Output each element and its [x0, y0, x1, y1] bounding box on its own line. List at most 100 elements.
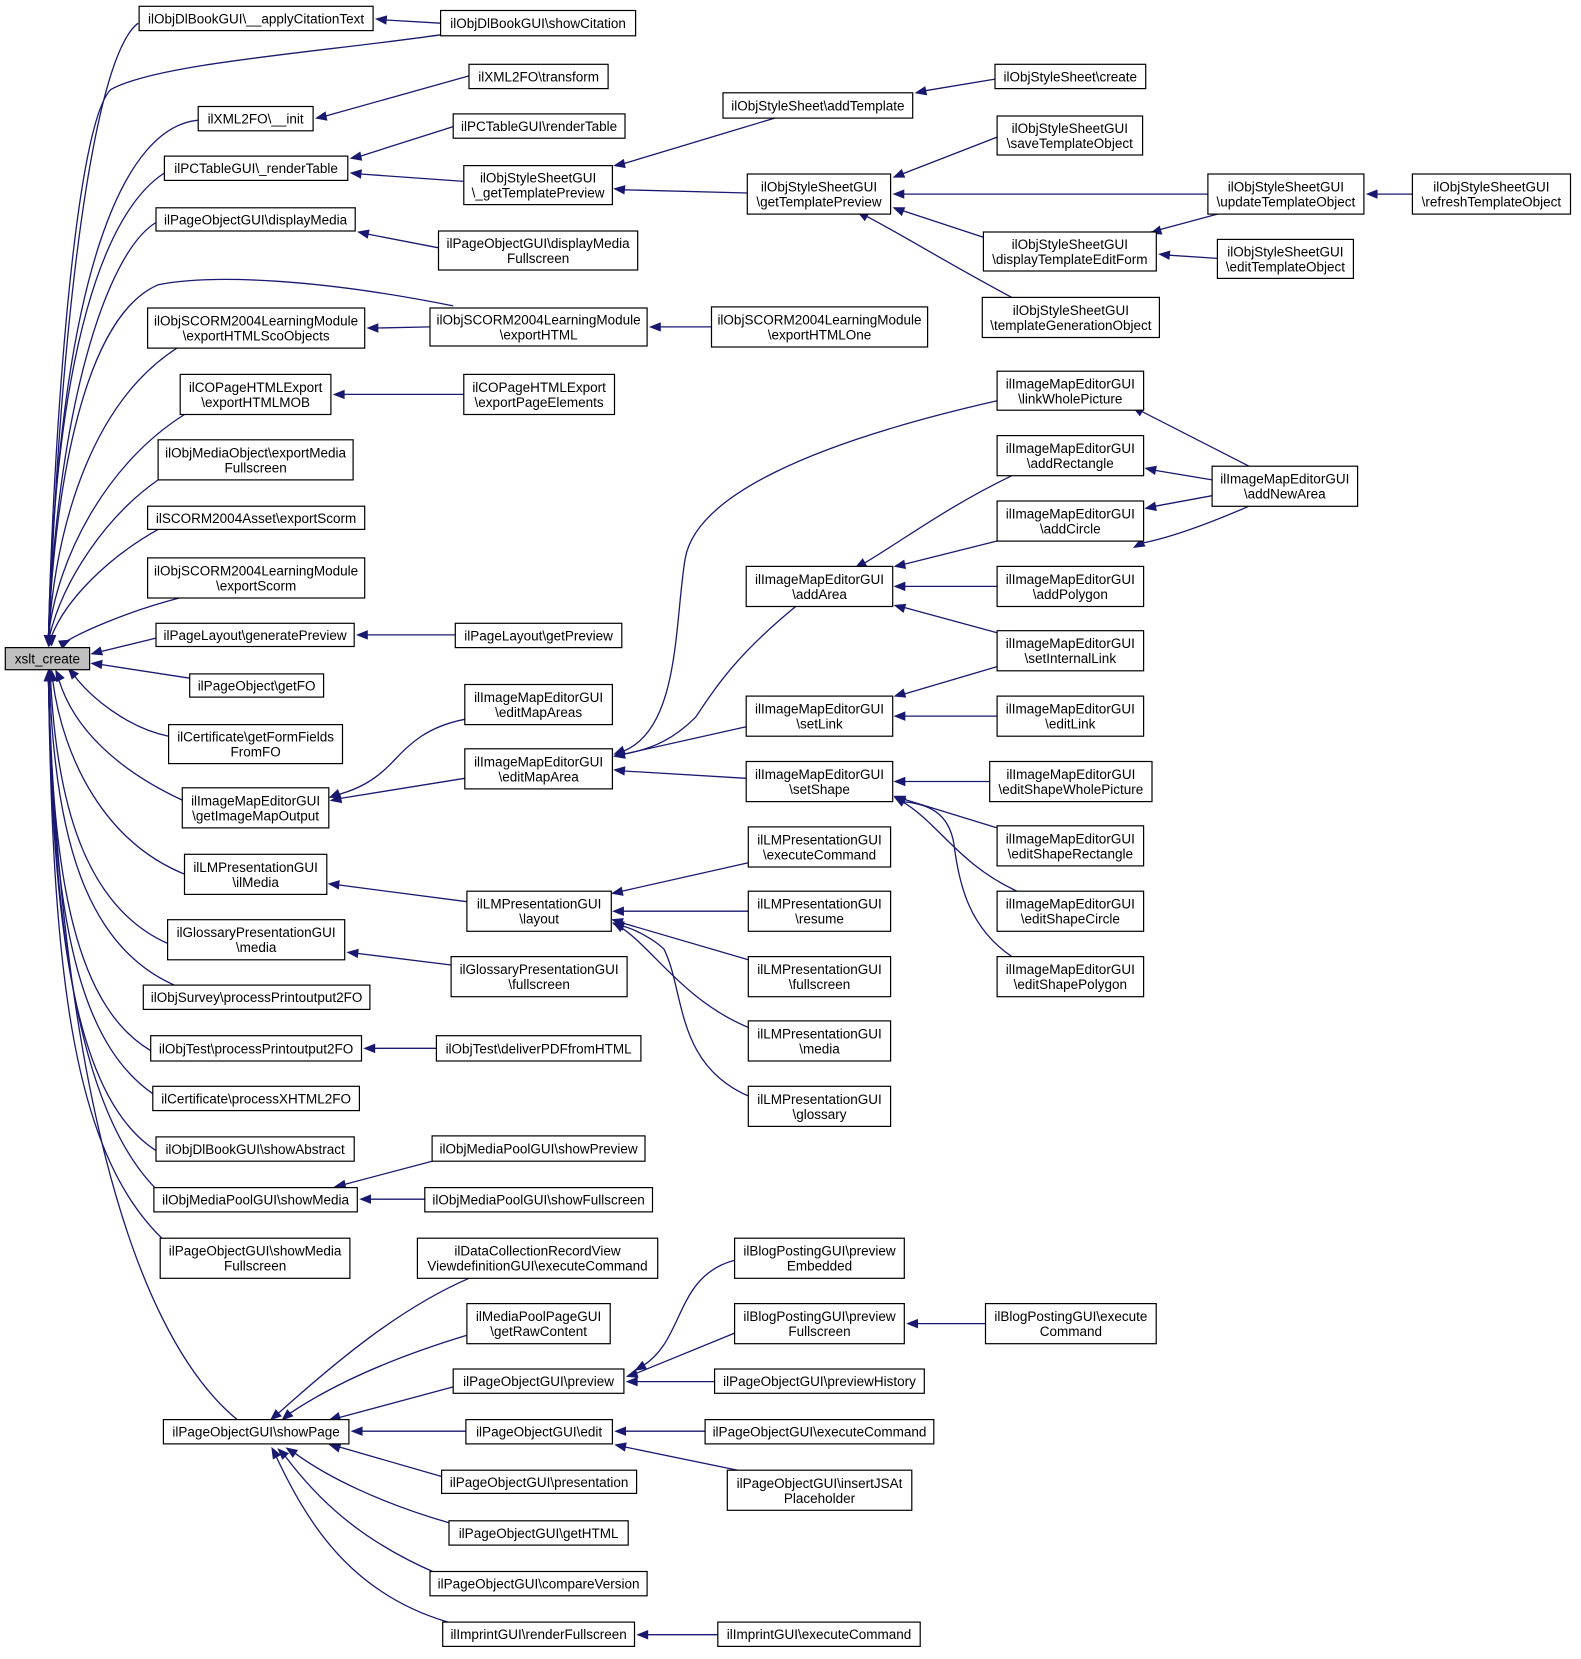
edge-n48-to-n0	[47, 669, 188, 877]
function-node[interactable]: ilImageMapEditorGUI\editLink	[996, 695, 1145, 737]
function-node[interactable]: ilLMPresentationGUI\layout	[466, 890, 612, 932]
function-node[interactable]: ilImageMapEditorGUI\editShapePolygon	[996, 955, 1145, 998]
function-node[interactable]: ilImageMapEditorGUI\getImageMapOutput	[181, 787, 330, 829]
function-node[interactable]: ilImageMapEditorGUI\editMapAreas	[464, 683, 613, 726]
function-node[interactable]: ilPageObject\getFO	[189, 673, 325, 698]
edge-line	[49, 680, 169, 945]
function-node[interactable]: ilImageMapEditorGUI\setLink	[745, 695, 894, 737]
root-node[interactable]: xslt_create	[4, 646, 91, 671]
function-node[interactable]: ilDataCollectionRecordViewViewdefinition…	[416, 1237, 659, 1279]
edge-n70-to-n69	[634, 1259, 735, 1371]
function-node[interactable]: ilImageMapEditorGUI\addPolygon	[996, 565, 1145, 608]
arrowhead-icon	[612, 906, 624, 916]
function-node[interactable]: ilObjMediaPoolGUI\showFullscreen	[424, 1186, 654, 1213]
function-node[interactable]: ilObjDlBookGUI\__applyCitationText	[138, 5, 374, 32]
function-node[interactable]: ilObjSCORM2004LearningModule\exportScorm	[147, 557, 366, 599]
function-node[interactable]: ilLMPresentationGUI\resume	[747, 890, 892, 932]
function-node[interactable]: ilObjTest\deliverPDFfromHTML	[435, 1035, 642, 1062]
function-node[interactable]: ilLMPresentationGUI\fullscreen	[747, 955, 892, 998]
function-node[interactable]: ilPageObjectGUI\compareVersion	[429, 1570, 648, 1597]
function-node[interactable]: ilPageObjectGUI\executeCommand	[704, 1418, 935, 1445]
function-node[interactable]: ilImageMapEditorGUI\addArea	[745, 565, 894, 608]
function-node[interactable]: ilObjSCORM2004LearningModule\exportHTMLS…	[147, 307, 366, 349]
function-node[interactable]: ilCertificate\processXHTML2FO	[152, 1085, 361, 1112]
function-node[interactable]: ilLMPresentationGUI\media	[747, 1020, 892, 1062]
node-label: ilObjStyleSheetGUI	[1433, 180, 1549, 195]
edge-n33-to-n31	[329, 777, 465, 804]
function-node[interactable]: ilImageMapEditorGUI\editShapeWholePictur…	[989, 760, 1153, 803]
function-node[interactable]: ilLMPresentationGUI\glossary	[747, 1085, 892, 1128]
function-node[interactable]: ilCOPageHTMLExport\exportHTMLMOB	[179, 373, 332, 416]
edge-n2-to-n1	[374, 15, 441, 25]
function-node[interactable]: ilImprintGUI\executeCommand	[717, 1621, 921, 1647]
function-node[interactable]: ilObjStyleSheetGUI\editTemplateObject	[1216, 238, 1355, 279]
function-node[interactable]: ilPageObjectGUI\edit	[465, 1418, 613, 1445]
function-node[interactable]: ilObjStyleSheetGUI\getTemplatePreview	[746, 173, 892, 215]
function-node[interactable]: ilObjMediaPoolGUI\showMedia	[153, 1186, 358, 1213]
function-node[interactable]: ilObjMediaPoolGUI\showPreview	[431, 1135, 646, 1162]
function-node[interactable]: ilBlogPostingGUI\executeCommand	[984, 1302, 1157, 1345]
edge-n80-to-n66	[271, 1446, 449, 1623]
function-node[interactable]: ilObjSCORM2004LearningModule\exportHTMLO…	[710, 306, 929, 348]
function-node[interactable]: ilObjStyleSheetGUI\updateTemplateObject	[1207, 173, 1365, 215]
function-node[interactable]: ilObjSCORM2004LearningModule\exportHTML	[429, 307, 648, 347]
function-node[interactable]: ilObjSurvey\processPrintoutput2FO	[142, 984, 371, 1010]
function-node[interactable]: ilPageObjectGUI\preview	[452, 1368, 625, 1394]
function-node[interactable]: ilImageMapEditorGUI\editShapeCircle	[996, 890, 1145, 932]
function-node[interactable]: ilPCTableGUI\_renderTable	[163, 155, 349, 182]
node-box	[452, 1368, 625, 1394]
node-box	[4, 646, 91, 671]
function-node[interactable]: ilXML2FO\__init	[197, 105, 314, 132]
function-node[interactable]: ilMediaPoolPageGUI\getRawContent	[466, 1302, 611, 1345]
function-node[interactable]: ilCOPageHTMLExport\exportPageElements	[463, 373, 616, 416]
function-node[interactable]: ilObjDlBookGUI\showAbstract	[155, 1136, 355, 1162]
function-node[interactable]: ilImageMapEditorGUI\setShape	[745, 760, 894, 803]
node-label: ilBlogPostingGUI\preview	[743, 1244, 896, 1259]
function-node[interactable]: ilObjTest\processPrintoutput2FO	[150, 1035, 363, 1062]
function-node[interactable]: ilImageMapEditorGUI\linkWholePicture	[996, 370, 1145, 411]
function-node[interactable]: ilPageObjectGUI\displayMedia	[155, 207, 356, 232]
node-label: \getTemplatePreview	[756, 195, 882, 210]
function-node[interactable]: ilPageObjectGUI\previewHistory	[713, 1368, 925, 1394]
function-node[interactable]: ilPageObjectGUI\showPage	[162, 1418, 350, 1445]
function-node[interactable]: ilObjStyleSheetGUI\refreshTemplateObject	[1411, 173, 1572, 215]
function-node[interactable]: ilPageLayout\generatePreview	[155, 622, 355, 648]
function-node[interactable]: ilImageMapEditorGUI\editShapeRectangle	[996, 825, 1145, 867]
function-node[interactable]: ilImageMapEditorGUI\addCircle	[996, 500, 1145, 542]
function-node[interactable]: ilObjStyleSheetGUI\saveTemplateObject	[996, 115, 1144, 156]
function-node[interactable]: ilLMPresentationGUI\executeCommand	[747, 826, 892, 868]
function-node[interactable]: ilImprintGUI\renderFullscreen	[442, 1621, 636, 1647]
node-label: ilBlogPostingGUI\preview	[743, 1309, 896, 1324]
function-node[interactable]: ilObjDlBookGUI\showCitation	[440, 9, 637, 37]
function-node[interactable]: ilObjStyleSheetGUI\templateGenerationObj…	[981, 296, 1160, 339]
function-node[interactable]: ilImageMapEditorGUI\editMapArea	[464, 748, 613, 790]
edge-n29-to-n0	[90, 659, 190, 679]
function-node[interactable]: ilGlossaryPresentationGUI\fullscreen	[450, 955, 628, 998]
function-node[interactable]: ilImageMapEditorGUI\addRectangle	[996, 435, 1145, 477]
function-node[interactable]: ilLMPresentationGUI\ilMedia	[183, 853, 328, 895]
function-node[interactable]: ilXML2FO\transform	[468, 63, 609, 90]
function-node[interactable]: ilPCTableGUI\renderTable	[452, 113, 626, 139]
node-box	[168, 723, 344, 765]
function-node[interactable]: ilImageMapEditorGUI\addNewArea	[1211, 465, 1359, 507]
function-node[interactable]: ilSCORM2004Asset\exportScorm	[147, 505, 366, 531]
function-node[interactable]: ilObjStyleSheetGUI\_getTemplatePreview	[463, 165, 613, 206]
function-node[interactable]: ilObjStyleSheet\addTemplate	[722, 92, 914, 119]
function-node[interactable]: ilImageMapEditorGUI\setInternalLink	[996, 630, 1145, 672]
function-node[interactable]: ilPageObjectGUI\getHTML	[448, 1520, 629, 1546]
edge-n11-to-n10	[892, 136, 998, 178]
function-node[interactable]: ilPageObjectGUI\presentation	[441, 1469, 638, 1494]
node-label: \exportScorm	[216, 579, 296, 594]
edge-n74-to-n66	[350, 1426, 466, 1436]
function-node[interactable]: ilObjStyleSheet\create	[994, 63, 1147, 90]
function-node[interactable]: ilObjStyleSheetGUI\displayTemplateEditFo…	[982, 231, 1157, 272]
function-node[interactable]: ilPageLayout\getPreview	[454, 622, 623, 649]
function-node[interactable]: ilGlossaryPresentationGUI\media	[167, 919, 346, 961]
